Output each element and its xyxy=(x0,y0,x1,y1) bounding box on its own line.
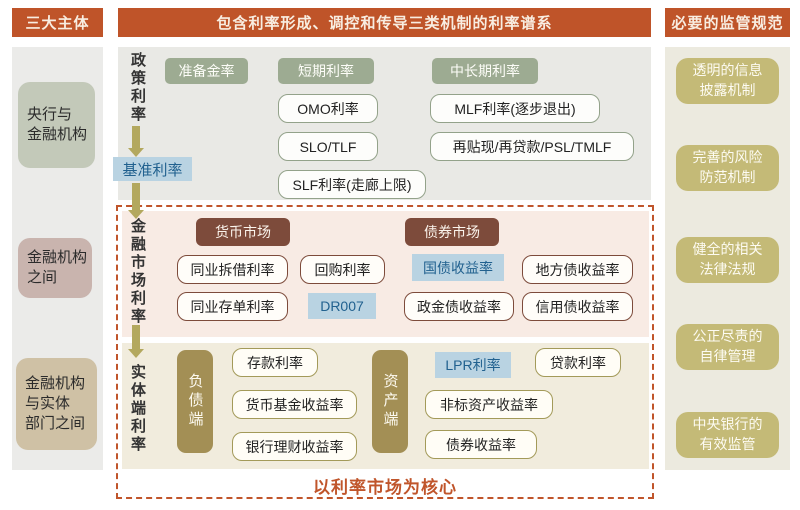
arrow-shaft xyxy=(132,325,140,350)
axis-policy-rate: 政策利率 xyxy=(129,52,146,124)
loan-rate-box: 贷款利率 xyxy=(535,348,621,377)
regulation-central-bank-supervision: 中央银行的 有效监管 xyxy=(676,412,779,458)
regulation-self-discipline: 公正尽责的 自律管理 xyxy=(676,324,779,370)
axis-financial-market-rate: 金融市场利率 xyxy=(129,218,146,326)
deposit-rate-box: 存款利率 xyxy=(232,348,318,377)
subject-institutions-real-sector: 金融机构 与实体 部门之间 xyxy=(16,358,97,450)
arrow-head xyxy=(128,148,144,157)
header-three-subjects: 三大主体 xyxy=(12,8,103,37)
short-term-rate-title: 短期利率 xyxy=(278,58,374,84)
slo-tlf-box: SLO/TLF xyxy=(278,132,378,161)
axis-real-economy-rate: 实体端利率 xyxy=(129,364,146,454)
dr007-box: DR007 xyxy=(308,293,376,319)
treasury-yield-box: 国债收益率 xyxy=(412,254,504,281)
core-caption: 以利率市场为核心 xyxy=(313,478,457,497)
mlf-rate-box: MLF利率(逐步退出) xyxy=(430,94,600,123)
omo-rate-box: OMO利率 xyxy=(278,94,378,123)
header-regulation: 必要的监管规范 xyxy=(665,8,790,37)
arrow-shaft xyxy=(132,126,140,149)
regulation-laws: 健全的相关 法律法规 xyxy=(676,237,779,283)
bond-market-title: 债券市场 xyxy=(405,218,499,246)
mid-long-term-rate-title: 中长期利率 xyxy=(432,58,538,84)
down-arrow xyxy=(128,126,144,157)
reserve-ratio-box: 准备金率 xyxy=(165,58,248,84)
down-arrow xyxy=(128,183,144,219)
bank-wmp-yield-box: 银行理财收益率 xyxy=(232,432,357,461)
asset-side-bar: 资产端 xyxy=(372,350,408,453)
subject-between-institutions: 金融机构 之间 xyxy=(18,238,92,298)
regulation-risk-prevention: 完善的风险 防范机制 xyxy=(676,145,779,191)
regulation-information-disclosure: 透明的信息 披露机制 xyxy=(676,58,779,104)
rediscount-relending-box: 再贴现/再贷款/PSL/TMLF xyxy=(430,132,634,161)
liability-side-bar: 负债端 xyxy=(177,350,213,453)
arrow-head xyxy=(128,210,144,219)
benchmark-rate-box: 基准利率 xyxy=(113,157,192,181)
arrow-head xyxy=(128,349,144,358)
slf-rate-box: SLF利率(走廊上限) xyxy=(278,170,426,199)
arrow-shaft xyxy=(132,183,140,211)
money-fund-yield-box: 货币基金收益率 xyxy=(232,390,357,419)
ncd-rate-box: 同业存单利率 xyxy=(177,292,288,321)
down-arrow xyxy=(128,325,144,358)
repo-rate-box: 回购利率 xyxy=(300,255,385,284)
policy-bank-bond-yield-box: 政金债收益率 xyxy=(404,292,514,321)
bond-yield-box: 债券收益率 xyxy=(425,430,537,459)
header-rate-spectrum: 包含利率形成、调控和传导三类机制的利率谱系 xyxy=(118,8,651,37)
interbank-lending-rate-box: 同业拆借利率 xyxy=(177,255,288,284)
subject-central-bank-institutions: 央行与 金融机构 xyxy=(18,82,95,168)
lpr-rate-box: LPR利率 xyxy=(435,352,511,378)
nonstandard-asset-yield-box: 非标资产收益率 xyxy=(425,390,553,419)
money-market-title: 货币市场 xyxy=(196,218,290,246)
local-gov-bond-yield-box: 地方债收益率 xyxy=(522,255,633,284)
credit-bond-yield-box: 信用债收益率 xyxy=(522,292,633,321)
